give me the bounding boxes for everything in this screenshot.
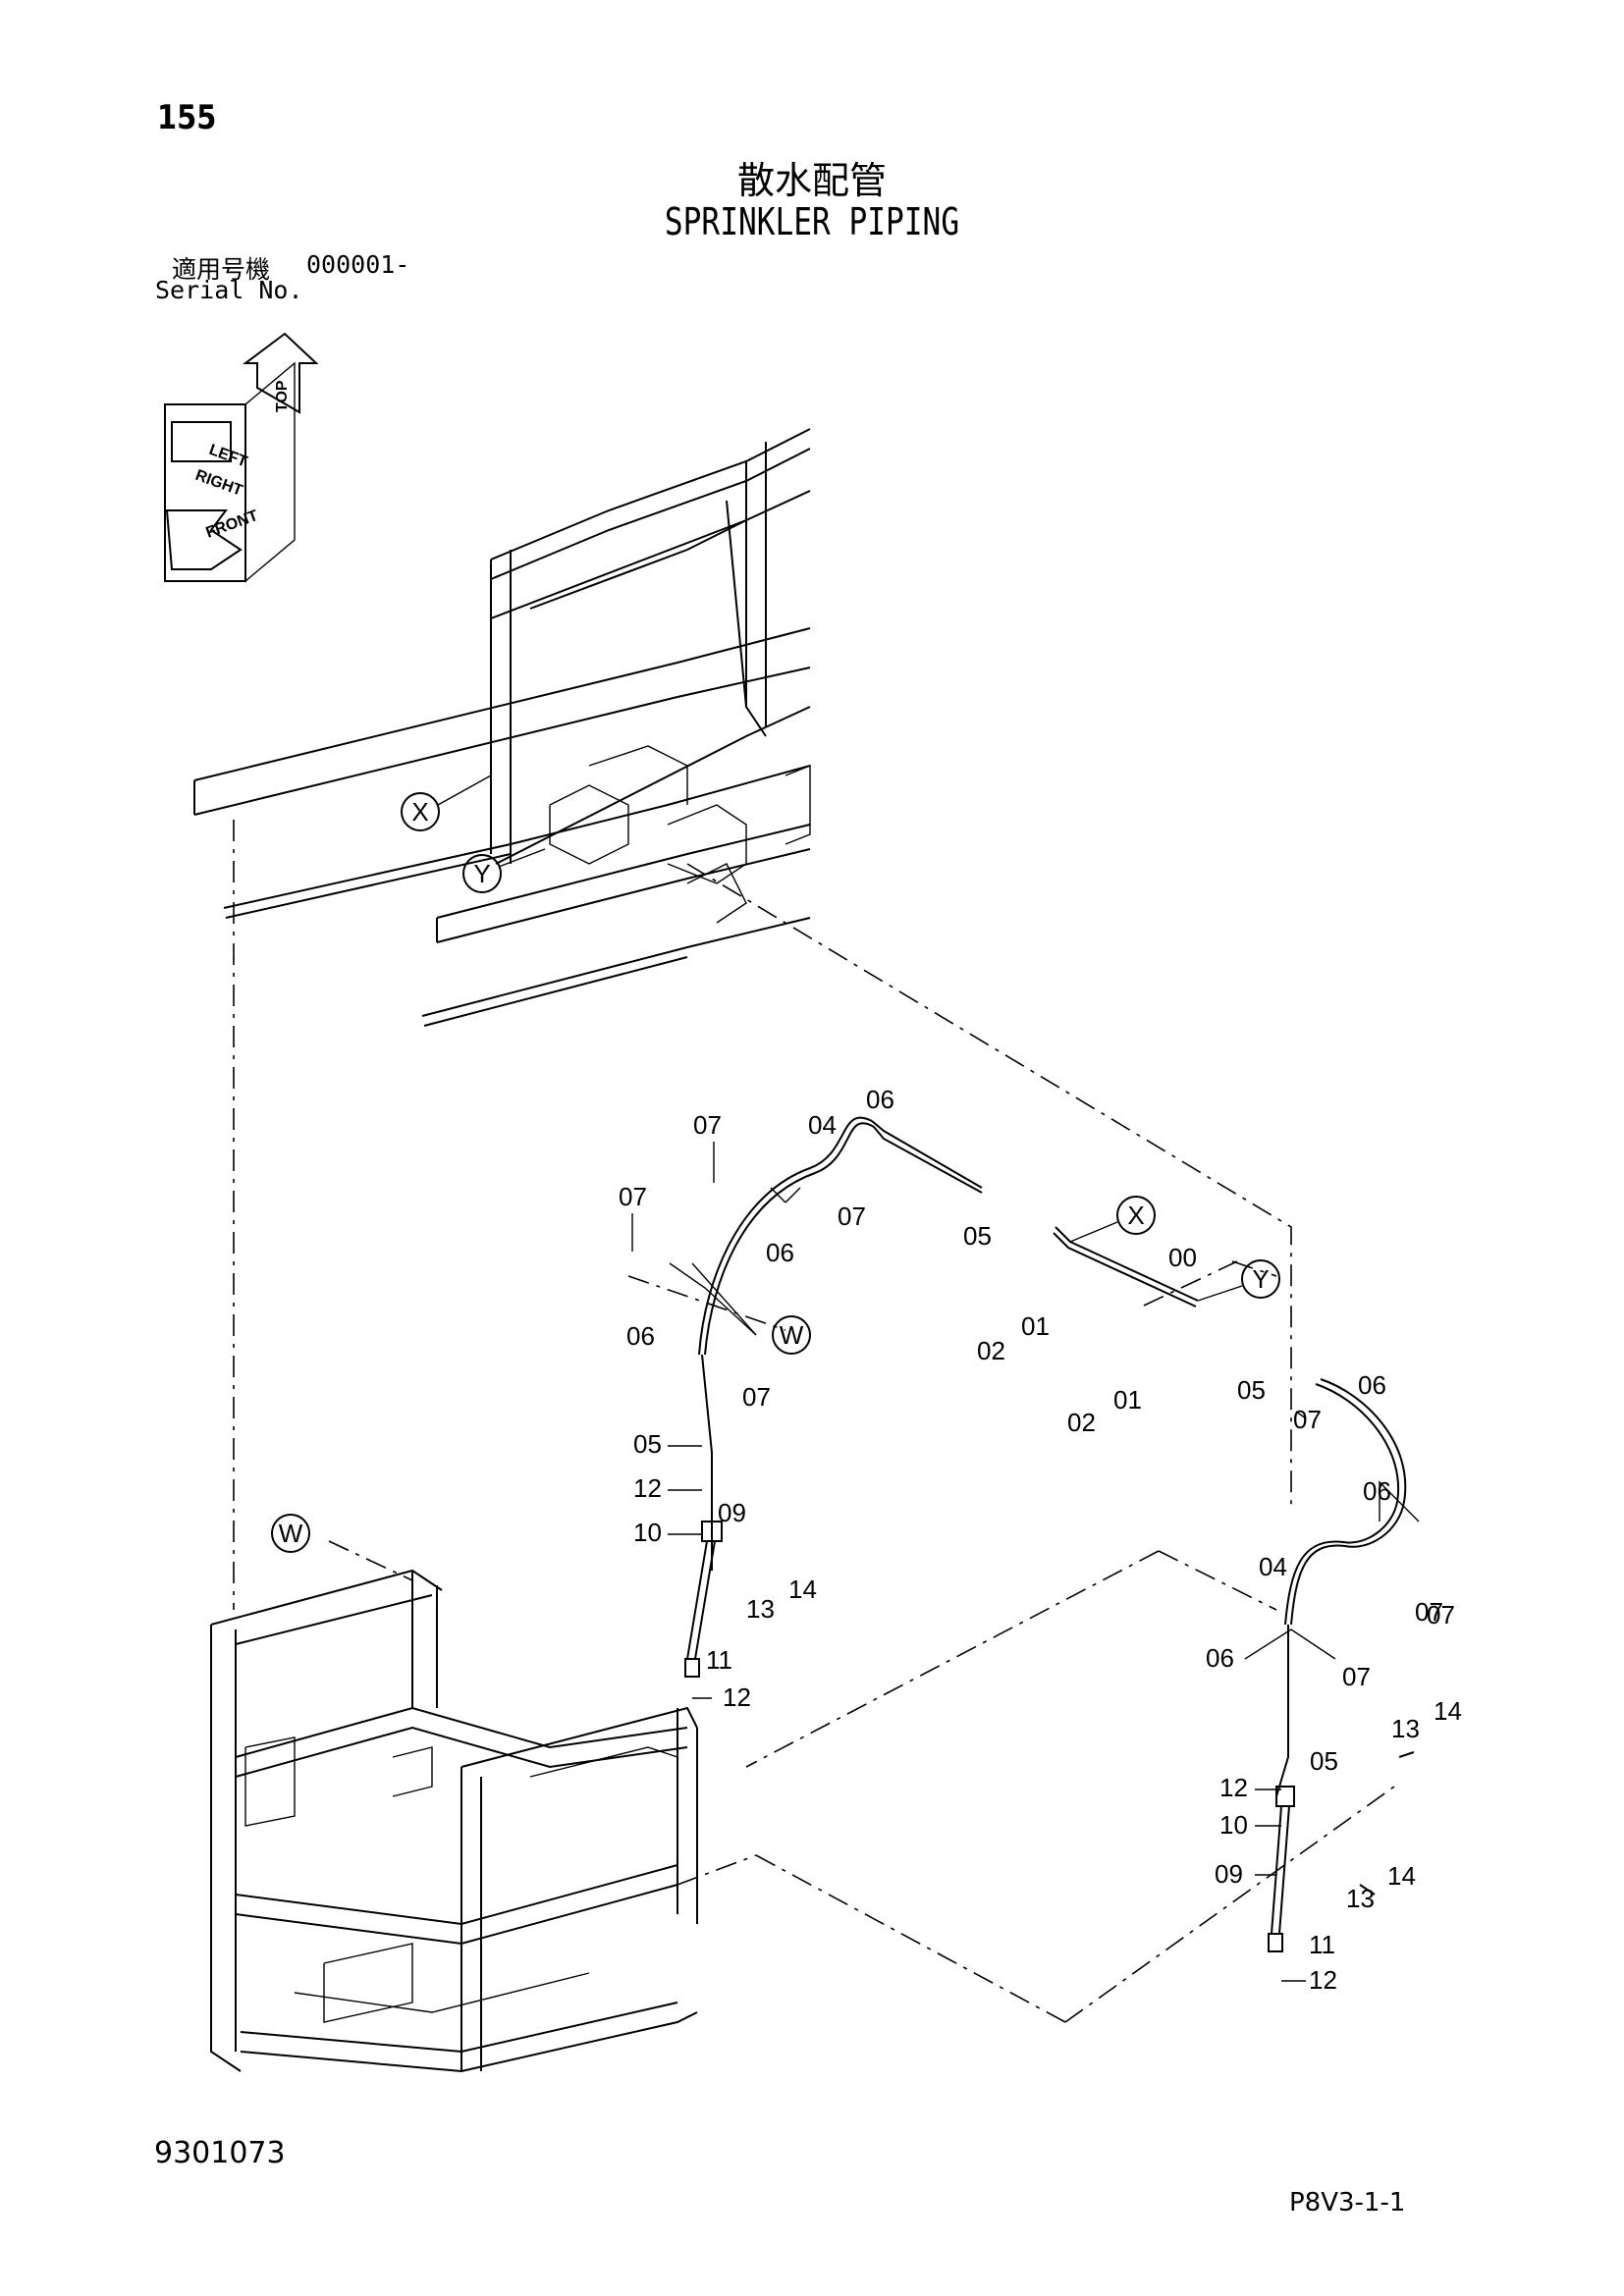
compass-right-label: RIGHT bbox=[193, 467, 245, 500]
serial-value: 000001- bbox=[306, 250, 410, 279]
part-label: 11 bbox=[706, 1645, 732, 1675]
callout-x-top: X bbox=[401, 774, 492, 831]
part-label: 07 bbox=[742, 1382, 771, 1412]
part-label: 10 bbox=[633, 1518, 662, 1547]
part-label: 13 bbox=[746, 1594, 775, 1624]
part-label: 06 bbox=[1363, 1476, 1391, 1506]
serial-label-japanese: 適用号機 bbox=[172, 255, 271, 284]
part-label: 07 bbox=[1342, 1662, 1371, 1691]
part-label: 06 bbox=[766, 1238, 794, 1267]
left-pipe-assembly bbox=[684, 1116, 983, 1678]
part-label: 07 bbox=[1293, 1405, 1322, 1434]
page-number: 155 bbox=[157, 98, 217, 137]
part-label: 07 bbox=[1427, 1600, 1455, 1629]
callout-y-top: Y bbox=[462, 848, 546, 893]
part-label: 06 bbox=[626, 1321, 655, 1351]
part-label: 05 bbox=[963, 1221, 992, 1251]
part-label: 05 bbox=[633, 1429, 662, 1459]
svg-text:W: W bbox=[780, 1320, 804, 1350]
compass-top-label: TOP bbox=[274, 380, 291, 412]
part-label: 00 bbox=[1168, 1243, 1197, 1272]
part-label: 01 bbox=[1021, 1311, 1050, 1341]
part-label: 12 bbox=[1309, 1965, 1337, 1995]
part-label: 05 bbox=[1310, 1746, 1338, 1776]
part-label: 09 bbox=[718, 1498, 746, 1527]
part-label: 06 bbox=[866, 1085, 894, 1114]
title-english: SPRINKLER PIPING bbox=[664, 200, 960, 243]
part-label: 13 bbox=[1391, 1714, 1420, 1743]
part-label: 05 bbox=[1237, 1375, 1266, 1405]
part-label: 06 bbox=[1206, 1643, 1234, 1673]
part-label: 12 bbox=[723, 1682, 751, 1712]
part-label: 14 bbox=[1434, 1696, 1462, 1726]
part-label: 07 bbox=[693, 1110, 722, 1140]
upper-frame-drawing bbox=[193, 428, 811, 1027]
callout-y-pipe: Y bbox=[1197, 1259, 1280, 1302]
leader-lines bbox=[233, 820, 1395, 2023]
part-label: 10 bbox=[1219, 1810, 1248, 1840]
compass-front-label: FRONT bbox=[204, 507, 261, 542]
callout-x-pipe: X bbox=[1069, 1196, 1156, 1243]
title-japanese: 散水配管 bbox=[736, 159, 887, 202]
part-label: 14 bbox=[788, 1575, 817, 1604]
part-label: 13 bbox=[1346, 1884, 1375, 1913]
part-label: 12 bbox=[1219, 1773, 1248, 1802]
orientation-compass-icon: TOP LEFT RIGHT FRONT bbox=[164, 332, 319, 583]
part-label: 09 bbox=[1215, 1859, 1243, 1889]
part-label: 14 bbox=[1387, 1861, 1416, 1891]
document-number: 9301073 bbox=[154, 2136, 286, 2170]
part-label: 07 bbox=[619, 1182, 647, 1211]
svg-text:X: X bbox=[411, 797, 428, 827]
lower-frame-drawing bbox=[210, 1569, 698, 2073]
part-label: 04 bbox=[1259, 1552, 1287, 1581]
svg-text:Y: Y bbox=[473, 859, 490, 888]
part-label: 06 bbox=[1358, 1370, 1386, 1400]
part-label: 02 bbox=[1067, 1408, 1096, 1437]
svg-text:Y: Y bbox=[1252, 1264, 1269, 1294]
part-labels: 07 04 06 07 07 06 05 00 01 02 06 07 01 0… bbox=[619, 1085, 1462, 1995]
svg-text:W: W bbox=[279, 1519, 303, 1548]
callout-w-frame: W bbox=[271, 1514, 310, 1553]
part-label: 04 bbox=[808, 1110, 837, 1140]
part-label: 07 bbox=[838, 1201, 866, 1231]
part-label: 12 bbox=[633, 1473, 662, 1503]
part-label: 02 bbox=[977, 1336, 1005, 1365]
svg-text:X: X bbox=[1127, 1201, 1144, 1230]
callout-w-pipe: W bbox=[772, 1315, 811, 1355]
part-label: 11 bbox=[1309, 1930, 1335, 1959]
label-leader-ticks bbox=[631, 1142, 1420, 1982]
compass-left-label: LEFT bbox=[207, 442, 250, 471]
serial-label-english: Serial No. bbox=[155, 276, 303, 304]
part-label: 07 bbox=[1415, 1597, 1443, 1627]
part-label: 01 bbox=[1113, 1385, 1142, 1415]
page-code: P8V3-1-1 bbox=[1289, 2188, 1406, 2217]
